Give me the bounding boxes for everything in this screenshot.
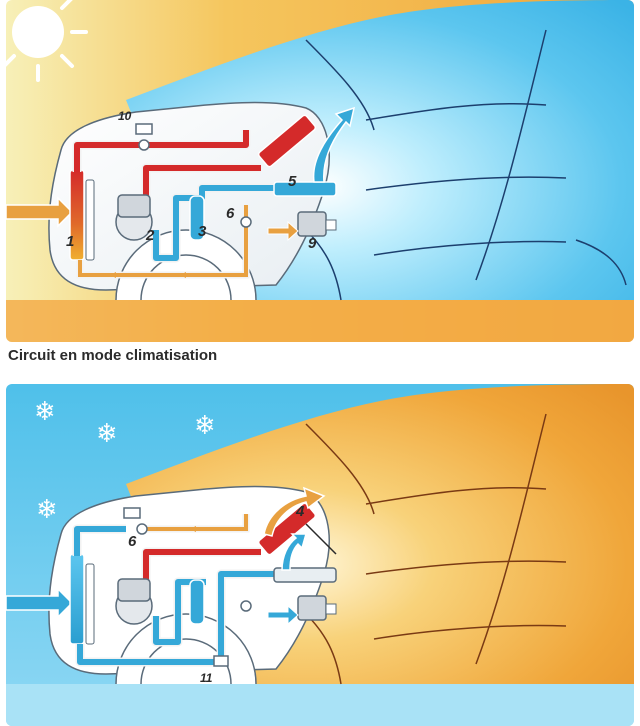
expansion-valve xyxy=(240,216,252,228)
hot-flow-arrows xyxy=(143,549,228,570)
cold-flow-arrows xyxy=(166,185,268,261)
label-heater-core: 4 xyxy=(295,503,305,520)
cold-refrigerant-pipes xyxy=(151,183,291,263)
svg-text:❄: ❄ xyxy=(34,397,56,427)
label-compressor: 2 xyxy=(145,227,155,244)
cold-air-outlet-arrow xyxy=(312,106,356,183)
hot-flow-arrows xyxy=(74,142,228,186)
label-pressure-switch: 10 xyxy=(118,109,132,123)
heat-pump-mode-diagram: ❄ ❄ ❄ ❄ xyxy=(6,384,634,726)
fan xyxy=(85,179,95,261)
warm-return-pipe xyxy=(146,514,250,533)
heat-pump-mode-svg: ❄ ❄ ❄ ❄ xyxy=(6,384,634,726)
evaporator xyxy=(273,181,337,197)
caption-cooling-mode: Circuit en mode climatisation xyxy=(8,347,218,364)
cooling-mode-svg: 1 2 3 5 6 9 10 xyxy=(6,0,634,342)
heater-leader-line xyxy=(305,523,337,555)
svg-text:❄: ❄ xyxy=(194,411,216,441)
fan xyxy=(85,563,95,645)
condenser xyxy=(69,553,85,645)
snowflake-icon: ❄ ❄ ❄ ❄ xyxy=(34,397,216,525)
ground-band xyxy=(6,300,634,342)
incoming-air-arrow xyxy=(6,196,74,228)
cold-flow-arrows xyxy=(74,538,268,665)
blower-air-arrow xyxy=(267,604,299,626)
warm-flow-arrows xyxy=(190,526,196,532)
label-evaporator: 5 xyxy=(288,173,297,190)
shutoff-valve xyxy=(213,655,229,667)
label-shutoff-valve: 11 xyxy=(200,671,213,685)
dehydrator xyxy=(189,195,205,241)
compressor xyxy=(115,194,153,241)
expansion-valve xyxy=(240,600,252,612)
label-expansion-valve: 6 xyxy=(226,205,235,222)
car-contour-lines xyxy=(305,29,627,301)
ground-band xyxy=(6,684,634,726)
label-condenser: 1 xyxy=(66,233,74,250)
blower-air-arrow xyxy=(267,220,299,242)
label-pressure-switch: 6 xyxy=(128,533,137,550)
label-dehydrator: 3 xyxy=(198,223,207,240)
heater-core xyxy=(257,502,317,556)
warm-flow-arrows xyxy=(110,272,186,278)
dehydrator xyxy=(189,579,205,625)
blower xyxy=(297,211,337,237)
blower xyxy=(297,595,337,621)
hot-radiator xyxy=(257,114,317,168)
svg-text:❄: ❄ xyxy=(36,495,58,525)
incoming-air-arrow xyxy=(6,587,74,619)
svg-text:❄: ❄ xyxy=(96,419,118,449)
cold-air-up-arrow xyxy=(281,533,307,571)
evaporator xyxy=(273,567,337,583)
warm-air-outlet-arrow xyxy=(263,486,326,537)
sun-icon xyxy=(6,0,88,82)
label-blower: 9 xyxy=(308,235,317,252)
pressure-switch xyxy=(135,123,153,151)
cooling-mode-diagram: 1 2 3 5 6 9 10 xyxy=(6,0,634,342)
warm-return-pipe xyxy=(76,205,250,279)
pressure-switch xyxy=(123,507,148,535)
compressor xyxy=(115,578,153,625)
